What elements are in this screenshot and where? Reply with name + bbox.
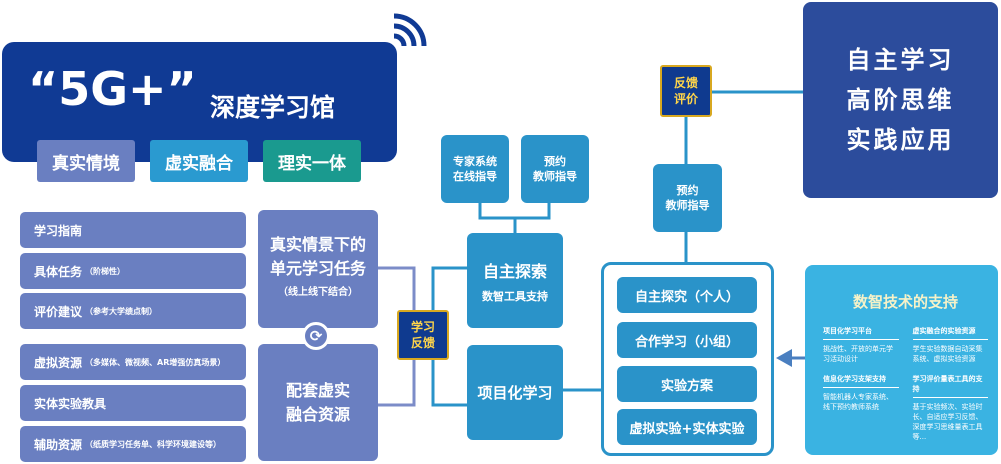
tech-section: 信息化学习支架支持智能机器人专家系统、线下预约教师系统	[823, 374, 899, 442]
item-note: （多媒体、微视频、AR增强仿真场景）	[85, 357, 226, 367]
explore-title: 自主探索	[482, 261, 547, 281]
tech-section: 虚实融合的实验资源学生实验数据自动采集系统、虚拟实验资源	[912, 326, 988, 364]
expert-line: 专家系统	[453, 155, 497, 168]
cycle-icon: ⟳	[302, 322, 330, 350]
item-note: （纸质学习任务单、科学环境建设等）	[85, 439, 222, 449]
activity-item: 虚拟实验+实体实验	[617, 409, 757, 445]
task-note: （线上线下结合）	[278, 287, 358, 298]
wifi-signal-icon	[393, 13, 427, 47]
explore-sub: 数智工具支持	[482, 289, 548, 303]
item-note: （参考大学绩点制）	[85, 306, 158, 316]
expert-line: 在线指导	[453, 170, 497, 183]
feedback-line: 反馈	[673, 76, 698, 90]
unit-task-box: 真实情景下的 单元学习任务 （线上线下结合）	[258, 210, 378, 328]
tag-theory-practice: 理实一体	[263, 140, 361, 182]
resource-line: 配套虚实	[285, 380, 350, 400]
learning-feedback-box: 学习 反馈	[397, 310, 449, 360]
section-head: 项目化学习平台	[823, 326, 899, 340]
section-body: 智能机器人专家系统、线下预约教师系统	[823, 393, 893, 411]
teacher-line: 预约	[676, 184, 699, 197]
teacher-guide-box: 预约 教师指导	[521, 135, 589, 203]
item-label: 评价建议	[34, 304, 83, 319]
goals-box: 自主学习 高阶思维 实践应用	[803, 2, 998, 198]
project-learning-box: 项目化学习	[467, 345, 563, 440]
resource-item: 评价建议（参考大学绩点制）	[20, 293, 246, 329]
teacher-line: 教师指导	[533, 170, 577, 183]
goal-line: 自主学习	[846, 46, 955, 74]
feedback-line: 评价	[673, 92, 698, 106]
item-label: 虚拟资源	[34, 355, 83, 370]
teacher-line: 预约	[544, 155, 566, 168]
goal-line: 高阶思维	[846, 86, 955, 114]
tech-title: 数智技术的支持	[852, 293, 958, 311]
title-subtitle: 深度学习馆	[210, 93, 336, 122]
item-label: 实体实验教具	[34, 396, 107, 411]
resource-item: 辅助资源（纸质学习任务单、科学环境建设等）	[20, 426, 246, 462]
activity-item: 实验方案	[617, 366, 757, 402]
arrow-left-icon	[776, 349, 792, 367]
title-5g: “5G+”	[28, 62, 197, 116]
resource-item: 实体实验教具	[20, 385, 246, 421]
feedback-eval-box: 反馈 评价	[660, 65, 712, 117]
section-body: 学生实验数据自动采集系统、虚拟实验资源	[912, 345, 983, 363]
item-label: 具体任务	[34, 264, 83, 279]
tech-support-panel: 数智技术的支持 项目化学习平台挑战性、开放的单元学习活动设计 虚实融合的实验资源…	[805, 265, 998, 455]
tech-section: 学习评价量表工具的支持基于实验频次、实验时长、自适应学习反馈、深度学习思维量表工…	[912, 374, 988, 442]
activities-frame	[601, 262, 774, 456]
resource-item: 学习指南	[20, 212, 246, 248]
resource-line: 融合资源	[285, 404, 350, 424]
resource-box: 配套虚实 融合资源	[258, 344, 378, 461]
resource-item: 具体任务（阶梯性）	[20, 253, 246, 289]
resource-item: 虚拟资源（多媒体、微视频、AR增强仿真场景）	[20, 344, 246, 380]
section-body: 挑战性、开放的单元学习活动设计	[823, 345, 893, 363]
item-label: 学习指南	[34, 223, 83, 238]
section-head: 信息化学习支架支持	[823, 374, 899, 388]
item-note: （阶梯性）	[85, 266, 126, 276]
feedback-line: 学习	[410, 320, 435, 334]
section-head: 学习评价量表工具的支持	[912, 374, 988, 398]
section-body: 基于实验频次、实验时长、自适应学习反馈、深度学习思维量表工具等...	[912, 403, 983, 441]
task-line: 单元学习任务	[269, 259, 366, 278]
tag-real-context: 真实情境	[37, 140, 135, 182]
feedback-line: 反馈	[410, 336, 435, 350]
expert-system-box: 专家系统 在线指导	[441, 135, 509, 203]
tag-virtual-real: 虚实融合	[150, 140, 248, 182]
tech-section: 项目化学习平台挑战性、开放的单元学习活动设计	[823, 326, 899, 364]
activity-item: 合作学习（小组）	[617, 322, 757, 358]
activity-item: 自主探究（个人）	[617, 277, 757, 313]
section-head: 虚实融合的实验资源	[912, 326, 988, 340]
teacher-line: 教师指导	[665, 199, 710, 212]
item-label: 辅助资源	[34, 437, 83, 452]
self-explore-box: 自主探索 数智工具支持	[467, 233, 563, 328]
teacher-guide-box-2: 预约 教师指导	[653, 164, 722, 232]
task-line: 真实情景下的	[269, 235, 366, 254]
goal-line: 实践应用	[846, 126, 955, 154]
